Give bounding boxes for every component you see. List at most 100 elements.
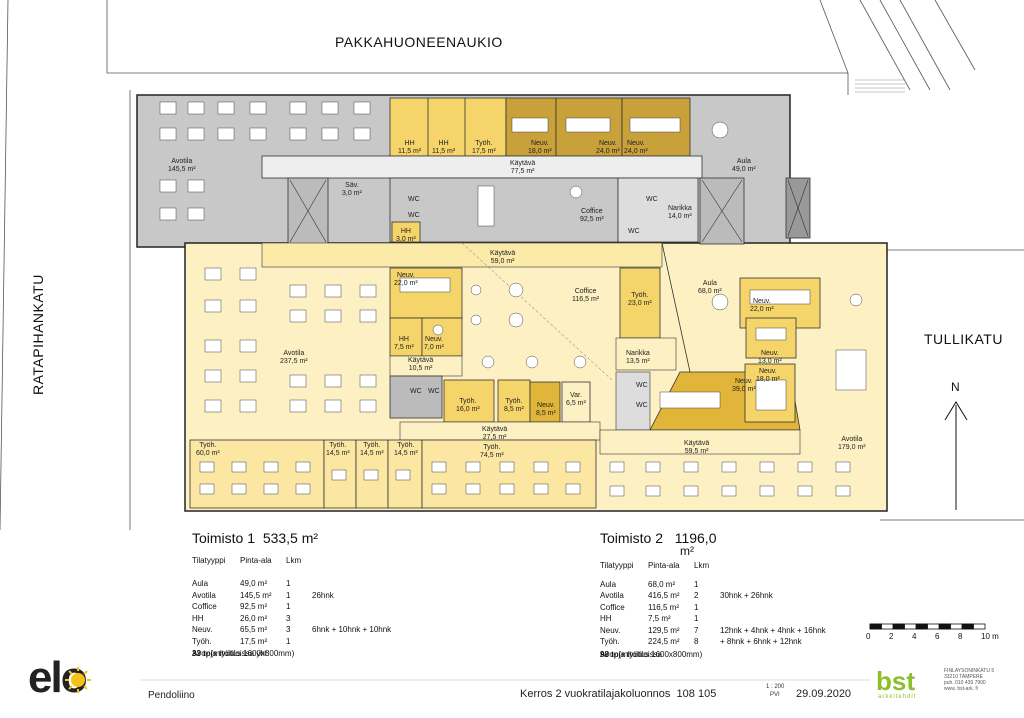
cell-area: 92,5 m²	[240, 602, 268, 611]
room-neuv-10: Neuv.8,5 m²	[536, 402, 556, 417]
cell-type: Avotila	[192, 590, 216, 600]
toimisto1-area: 533,5 m²	[262, 530, 319, 546]
cell-count: 1	[286, 579, 291, 588]
room-neuv-8: Neuv.39,0 m²	[732, 378, 756, 393]
scale-label: 4	[912, 632, 917, 641]
drawing-date: 29.09.2020	[796, 688, 852, 700]
north-label: N	[951, 380, 960, 394]
site-lines	[0, 0, 1024, 531]
cell-type: Aula	[600, 579, 617, 589]
scale-label: 8	[958, 632, 963, 641]
table-header: Tilatyyppi	[600, 561, 634, 570]
scale-bar	[869, 623, 986, 630]
cell-area: 68,0 m²	[648, 579, 676, 589]
street-label-right: TULLIKATU	[924, 331, 1003, 347]
cell-count: 1	[694, 579, 699, 589]
room-tyoh-7: Työh.14,5 m²	[360, 442, 384, 457]
cell-note: + 8hnk + 6hnk + 12hnk	[720, 637, 802, 646]
room-wc-5: WC	[410, 388, 422, 395]
room-wc-2: WC	[408, 212, 420, 219]
table-row: Neuv. 65,5 m² 3 6hnk + 10hnk + 10hnk	[192, 624, 452, 636]
bst-address: FINLAYSONINKATU 5 33210 TAMPERE puh. 010…	[944, 668, 995, 692]
project-name: Pendoliino	[148, 690, 195, 701]
room-wc-1: WC	[408, 196, 420, 203]
room-neuv-6: Neuv.7,0 m²	[424, 336, 444, 351]
table-row: Työh. 224,5 m² 8 + 8hnk + 6hnk + 12hnk	[600, 636, 870, 648]
cell-type: Avotila	[600, 591, 624, 600]
room-neuv-5: Neuv.22,0 m²	[750, 298, 774, 313]
room-wc-6: WC	[428, 388, 440, 395]
cell-count: 1	[286, 602, 291, 611]
room-wc-7: WC	[636, 382, 648, 389]
cell-count: 1	[286, 636, 291, 646]
bst-logo: bst	[876, 666, 915, 696]
room-neuv-9: Neuv.18,0 m²	[756, 368, 780, 383]
cell-area: 7,5 m²	[648, 614, 671, 623]
cell-type: HH	[600, 614, 612, 623]
room-tyoh-5: Työh.60,0 m²	[196, 442, 220, 457]
table-header: Pinta-ala	[648, 561, 680, 570]
cell-count: 7	[694, 625, 699, 635]
cell-type: Neuv.	[600, 625, 621, 635]
toimisto2-area: 1196,0	[674, 530, 717, 546]
scale-label: 6	[935, 632, 940, 641]
room-sav: Säv.3,0 m²	[342, 182, 362, 197]
room-var: Var.6,5 m²	[566, 392, 586, 407]
cell-count: 2	[694, 591, 699, 600]
scale-bottom: PVI	[770, 692, 780, 698]
cell-area: 26,0 m²	[240, 613, 268, 623]
table-header: Lkm	[286, 556, 302, 565]
table-row: Aula 68,0 m² 1	[600, 579, 870, 591]
cell-area: 224,5 m²	[648, 637, 680, 646]
room-neuv-3: Neuv.24,0 m²	[624, 140, 648, 155]
room-tyoh-6: Työh.14,5 m²	[326, 442, 350, 457]
toimisto1-header-row: Tilatyyppi Pinta-ala Lkm	[192, 555, 452, 567]
room-tyoh-1: Työh.17,5 m²	[472, 140, 496, 155]
cell-count: 8	[694, 637, 699, 646]
scale-label: 2	[889, 632, 894, 641]
room-neuv-2: Neuv.24,0 m²	[596, 140, 620, 155]
room-tyoh-8: Työh.14,5 m²	[394, 442, 418, 457]
room-tyoh-2: Työh.23,0 m²	[628, 292, 652, 307]
scale-label: 10 m	[981, 632, 999, 641]
north-arrow	[944, 401, 968, 510]
cell-area: 145,5 m²	[240, 590, 272, 600]
drawing-title: Kerros 2 vuokratilajakoluonnos 108 105	[520, 688, 717, 700]
room-neuv-4: Neuv.22,0 m²	[394, 272, 418, 287]
cell-count: 1	[286, 590, 291, 600]
cell-type: Työh.	[600, 637, 620, 646]
room-neuv-1: Neuv.18,0 m²	[528, 140, 552, 155]
cell-note: 6hnk + 10hnk + 10hnk	[312, 625, 392, 634]
toimisto2-header-row: Tilatyyppi Pinta-ala Lkm	[600, 560, 870, 572]
cell-note: 12hnk + 4hnk + 4hnk + 16hnk	[720, 625, 826, 635]
table-header: Pinta-ala	[240, 556, 272, 565]
cell-count: 1	[694, 602, 699, 612]
street-label-top: PAKKAHUONEENAUKIO	[335, 34, 503, 50]
cell-type: Neuv.	[192, 625, 213, 634]
room-tyoh-3: Työh.16,0 m²	[456, 398, 480, 413]
cell-count: 3	[286, 625, 291, 634]
cell-area: 65,5 m²	[240, 625, 268, 634]
toimisto1-title: Toimisto 1	[192, 530, 256, 546]
